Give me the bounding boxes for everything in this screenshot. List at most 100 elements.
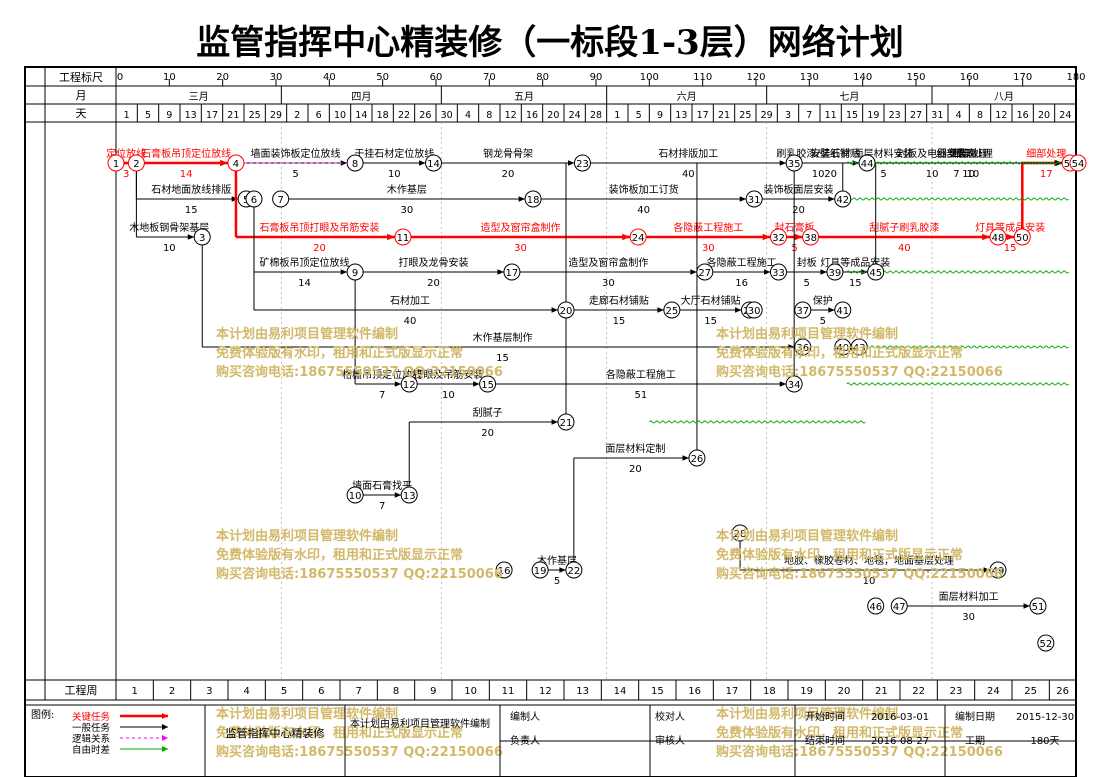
task-name: 地胶、橡胶卷材、地毯，地面基层处理	[784, 554, 954, 567]
task-arrow-head	[340, 269, 348, 275]
task-name: 灯具等成品安装	[975, 221, 1045, 234]
task-name: 细部处理	[953, 147, 993, 160]
day-label: 20	[1038, 110, 1050, 121]
network-node	[769, 228, 787, 246]
month-label: 五月	[514, 91, 534, 103]
node-number: 38	[804, 233, 817, 244]
network-node	[107, 154, 125, 172]
legend-swatch-head	[162, 713, 168, 719]
week-label: 26	[1056, 686, 1069, 697]
critical-task-arrow-head	[220, 159, 228, 167]
watermark-text: 本计划由易利项目管理软件编制	[216, 326, 398, 342]
task-duration: 15	[849, 278, 862, 289]
footer-duration-value: 180天	[1030, 736, 1059, 747]
free-float-line	[846, 161, 1070, 165]
task-duration: 5	[554, 576, 560, 587]
network-node	[867, 263, 885, 281]
watermark-text: 本计划由易利项目管理软件编制	[216, 706, 398, 722]
watermark-text: 购买咨询电话:18675550537 QQ:22150066	[716, 566, 1003, 582]
network-node	[524, 190, 542, 208]
week-label: 20	[838, 686, 851, 697]
node-number: 8	[352, 159, 358, 170]
task-name: 装饰板面层安装	[763, 183, 833, 196]
network-node	[794, 338, 812, 356]
node-number: 20	[560, 306, 573, 317]
day-label: 20	[547, 110, 559, 121]
task-duration: 10	[388, 169, 401, 180]
week-row-label: 工程周	[65, 684, 98, 697]
task-duration: 10	[863, 576, 876, 587]
task-name: 面层材料加工	[939, 590, 999, 603]
node-number: 43	[853, 343, 866, 354]
day-label: 18	[377, 110, 389, 121]
task-name: 打眼及龙骨安装	[399, 256, 469, 269]
day-label: 13	[185, 110, 197, 121]
network-node	[834, 301, 852, 319]
watermark-text: 购买咨询电话:18675550537 QQ:22150066	[216, 364, 503, 380]
day-label: 14	[355, 110, 367, 121]
task-arrow-head	[473, 381, 480, 387]
node-number: 50	[1016, 233, 1029, 244]
day-label: 4	[956, 110, 962, 121]
network-node	[1037, 634, 1055, 652]
node-number: 21	[560, 418, 573, 429]
task-duration: 30	[702, 243, 715, 254]
day-label: 1	[614, 110, 620, 121]
task-duration: 15	[613, 316, 626, 327]
node-number: 16	[498, 566, 511, 577]
network-node	[346, 263, 364, 281]
day-label: 13	[675, 110, 687, 121]
task-duration: 5	[820, 316, 826, 327]
task-duration: 7	[953, 169, 959, 180]
task-duration: 20	[792, 205, 805, 216]
day-label: 26	[419, 110, 431, 121]
task-duration: 30	[602, 278, 615, 289]
day-label: 22	[398, 110, 410, 121]
node-number: 25	[665, 306, 678, 317]
critical-task-arrow-head	[794, 233, 803, 241]
day-label: 21	[718, 110, 730, 121]
node-number: 37	[796, 306, 809, 317]
network-node	[834, 190, 852, 208]
critical-task-arrow-head	[622, 233, 631, 241]
node-number: 13	[403, 491, 416, 502]
task-arrow-head	[828, 196, 835, 202]
network-node	[127, 154, 145, 172]
scale-tick-label: 50	[376, 72, 389, 83]
task-duration: 10	[926, 169, 939, 180]
watermark-text: 本计划由易利项目管理软件编制	[716, 528, 898, 544]
node-number: 14	[427, 159, 440, 170]
day-label: 29	[761, 110, 773, 121]
network-node	[400, 486, 418, 504]
footer-start-value: 2016-03-01	[871, 712, 929, 723]
node-number: 36	[796, 343, 809, 354]
node-number: 49	[992, 566, 1005, 577]
critical-task-arrow-head	[762, 233, 771, 241]
scale-tick-label: 150	[906, 72, 925, 83]
network-node	[688, 449, 706, 467]
day-label: 15	[846, 110, 858, 121]
legend-swatch-head	[162, 746, 168, 752]
task-duration: 20	[427, 278, 440, 289]
watermark-text: 本计划由易利项目管理软件编制	[216, 528, 398, 544]
task-name: 木作基层	[537, 554, 577, 567]
scale-tick-label: 110	[693, 72, 712, 83]
task-name: 格栅吊顶定位放线	[342, 368, 422, 381]
task-name: 刮腻子	[473, 406, 503, 419]
network-node	[227, 154, 245, 172]
task-duration: 14	[298, 278, 311, 289]
task-duration: 40	[637, 205, 650, 216]
watermark-text: 购买咨询电话:18675550537 QQ:22150066	[716, 364, 1003, 380]
watermark-text: 购买咨询电话:18675550537 QQ:22150066	[216, 744, 503, 760]
task-arrow-head	[187, 234, 195, 240]
month-label: 四月	[351, 91, 371, 103]
day-label: 3	[785, 110, 791, 121]
scale-tick-label: 80	[536, 72, 549, 83]
node-number: 40	[836, 343, 849, 354]
day-label: 17	[206, 110, 218, 121]
day-label: 6	[316, 110, 322, 121]
watermark-text: 本计划由易利项目管理软件编制	[716, 706, 898, 722]
node-number: 32	[772, 233, 785, 244]
day-label: 25	[249, 110, 261, 121]
day-label: 17	[697, 110, 709, 121]
